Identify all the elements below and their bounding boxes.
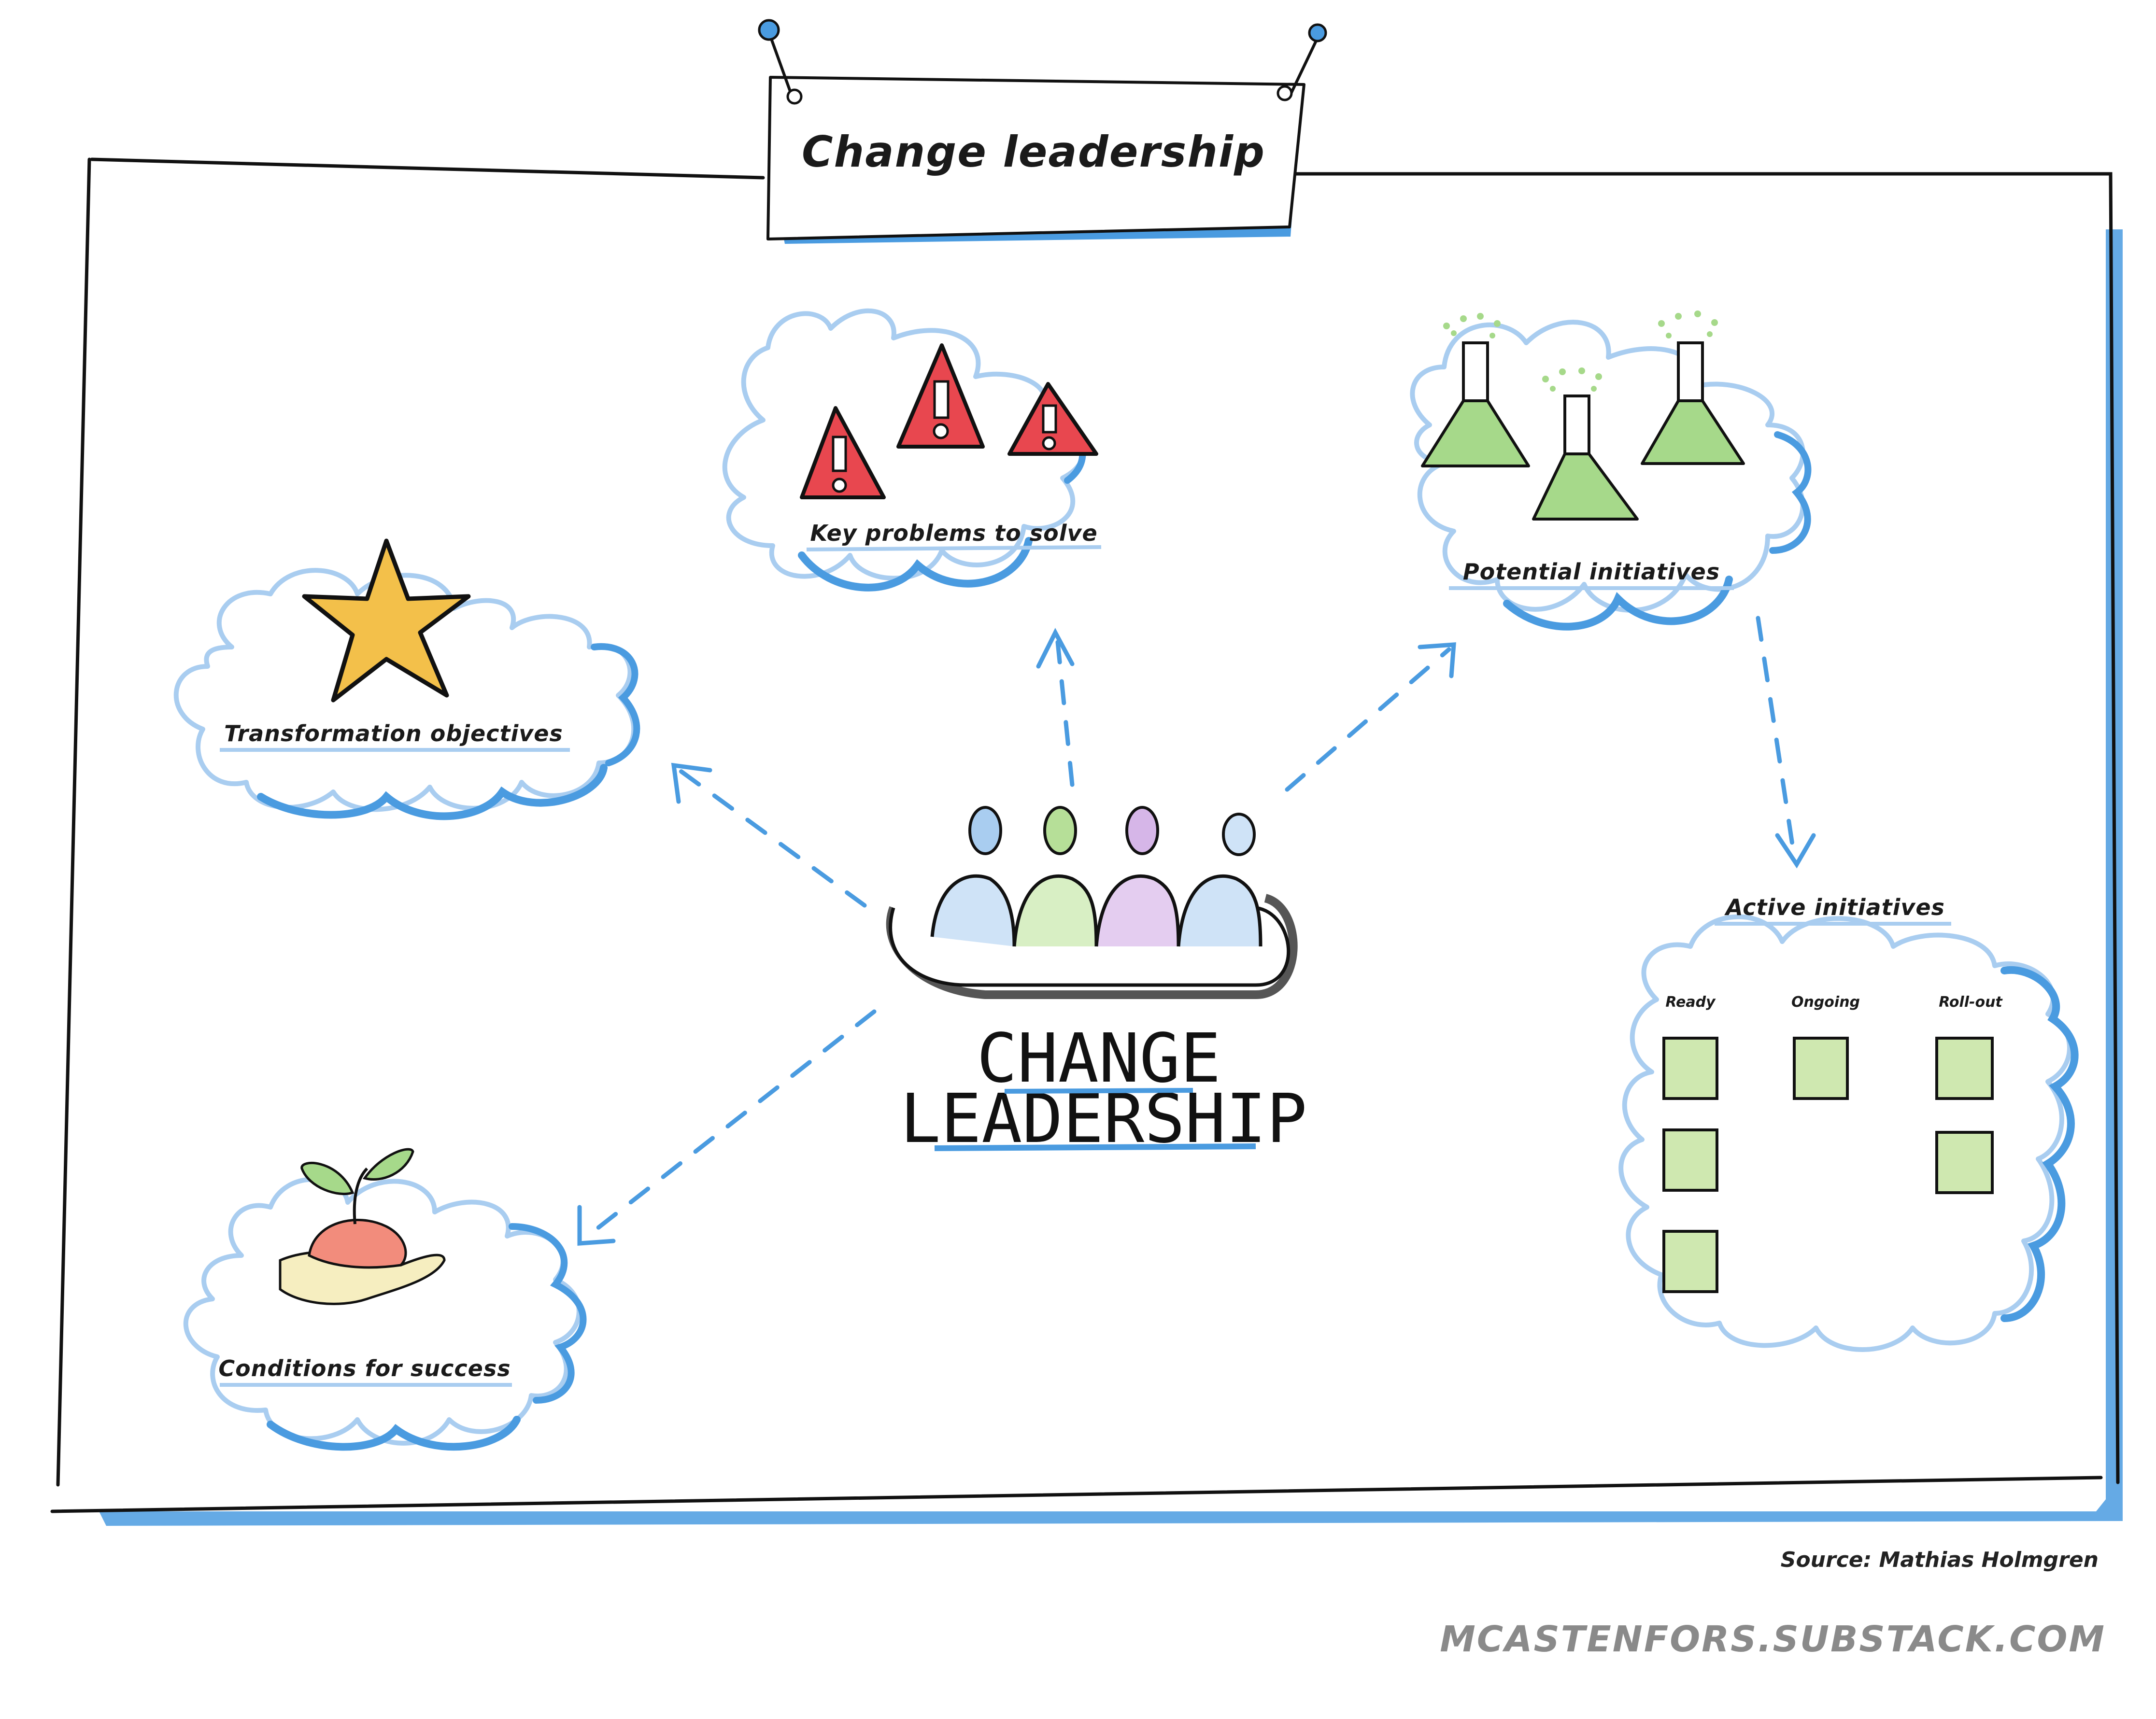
flask-icon xyxy=(1641,341,1745,465)
board-frame xyxy=(50,157,2123,1526)
arrow-to-active xyxy=(1756,616,1797,860)
node-label-active-initiatives: Active initiatives xyxy=(1724,894,1945,920)
flask-icons xyxy=(1421,310,1745,521)
node-label-transformation-objectives: Transformation objectives xyxy=(224,720,563,747)
node-label-conditions-for-success: Conditions for success xyxy=(218,1355,511,1381)
flask-icon xyxy=(1532,395,1639,521)
center-label-line1: CHANGE xyxy=(977,1019,1221,1098)
warning-icon xyxy=(896,343,985,449)
star-icon xyxy=(302,538,471,703)
arrow-to-conditions xyxy=(582,1009,877,1241)
cloud-potential-initiatives xyxy=(1410,320,1812,631)
cloud-conditions-for-success xyxy=(184,1177,587,1451)
initiative-card xyxy=(1935,1131,1994,1194)
title-banner: Change leadership xyxy=(758,19,1327,244)
column-ready-label: Ready xyxy=(1665,994,1716,1011)
initiative-card xyxy=(1662,1230,1718,1293)
leadership-group-icon xyxy=(886,806,1298,999)
initiative-card xyxy=(1935,1037,1994,1100)
initiative-cards xyxy=(1662,1037,1994,1293)
arrow-to-transformation xyxy=(674,765,867,908)
page-title: Change leadership xyxy=(802,127,1265,177)
connector-arrows xyxy=(577,616,1816,1246)
seedling-hand-icon xyxy=(279,1148,446,1305)
warning-icon xyxy=(1007,382,1098,456)
node-label-key-problems: Key problems to solve xyxy=(810,520,1097,546)
source-credit: Source: Mathias Holmgren xyxy=(1781,1548,2099,1572)
warning-icons xyxy=(800,343,1098,499)
column-ongoing-label: Ongoing xyxy=(1791,994,1860,1011)
initiative-card xyxy=(1662,1128,1718,1192)
website-link[interactable]: MCASTENFORS.SUBSTACK.COM xyxy=(1440,1619,2106,1660)
warning-icon xyxy=(800,406,886,499)
column-rollout-label: Roll-out xyxy=(1939,994,2003,1011)
initiative-card xyxy=(1793,1037,1849,1100)
flask-icon xyxy=(1421,341,1530,467)
arrow-to-problems xyxy=(1055,640,1075,787)
initiative-card xyxy=(1662,1037,1718,1100)
node-label-potential-initiatives: Potential initiatives xyxy=(1463,559,1720,585)
arrow-to-potential xyxy=(1285,647,1451,792)
